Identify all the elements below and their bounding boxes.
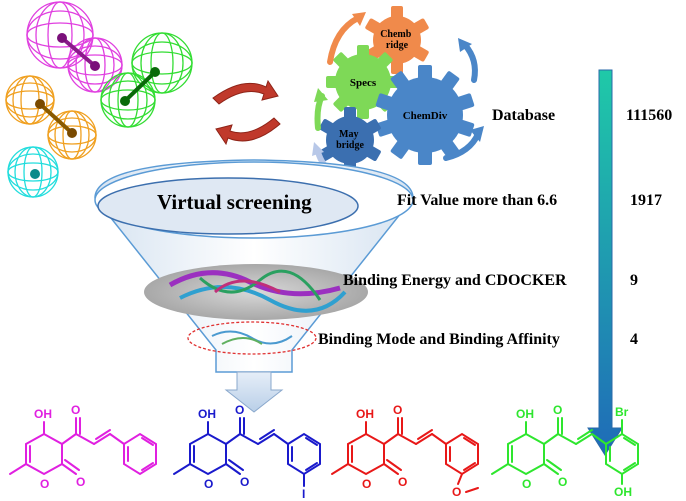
green-sphere-1 [131,32,193,94]
orange-sphere-2 [47,110,97,160]
magenta-sphere-1 [26,1,94,69]
gear-specs-label: Specs [350,77,377,89]
ketone-oxygen-label: O [393,403,402,417]
orange-sphere-1 [5,75,55,125]
ketone-oxygen-label: O [71,403,80,417]
hydroxyl-label: OH [198,407,216,421]
iodo-substituent-label: I [302,487,305,501]
ring-oxygen-label: O [362,477,371,491]
step-count-binding-mode: 4 [630,331,638,348]
ring-oxygen-label: O [40,477,49,491]
gear-specs-icon [326,45,400,119]
ring-oxygen-label: O [204,477,213,491]
compound-1: OH O O O [9,403,157,491]
database-gears: Chemb ridge Specs ChemDiv May bridge [312,6,484,173]
filter-progress-arrow [587,69,623,456]
step-count-database: 111560 [626,107,673,124]
funnel [94,159,414,413]
gear-chemdiv-label: ChemDiv [403,110,448,122]
compound-3: OH O O O O [331,403,479,499]
step-count-fit-value: 1917 [630,192,662,209]
step-count-binding-energy: 9 [630,272,638,289]
step-label-fit-value: Fit Value more than 6.6 [397,192,558,209]
phenol-substituent-label: OH [614,485,632,499]
bromo-substituent-label: Br [615,405,629,419]
hydroxyl-label: OH [34,407,52,421]
magenta-sphere-2 [67,37,123,93]
cycle-arrows [212,79,281,146]
hydroxyl-label: OH [356,407,374,421]
binding-mode-ellipse [187,321,317,355]
ketone-oxygen-label: O [235,403,244,417]
carbonyl-oxygen-label: O [558,475,567,489]
carbonyl-oxygen-label: O [398,475,407,489]
step-label-database: Database [492,107,556,124]
step-label-binding-energy: Binding Energy and CDOCKER [343,272,567,289]
cyan-sphere [7,146,59,198]
ketone-oxygen-label: O [553,403,562,417]
gear-chembridge-icon [365,6,429,74]
carbonyl-oxygen-label: O [76,475,85,489]
methoxy-oxygen-label: O [452,485,461,499]
funnel-title: Virtual screening [157,190,312,214]
ring-oxygen-label: O [522,477,531,491]
docking-disc [144,264,368,320]
step-label-binding-mode: Binding Mode and Binding Affinity [318,331,560,348]
gear-chemdiv-icon [375,65,475,165]
gear-chembridge-label: Chemb ridge [380,29,414,51]
funnel-output-arrow [224,371,284,413]
pharmacophore-model [5,1,193,198]
green-sphere-2 [100,72,156,128]
compound-2: OH O O O I [173,403,321,501]
carbonyl-oxygen-label: O [240,475,249,489]
hydroxyl-label: OH [516,407,534,421]
gear-maybridge-label: May bridge [336,129,364,151]
